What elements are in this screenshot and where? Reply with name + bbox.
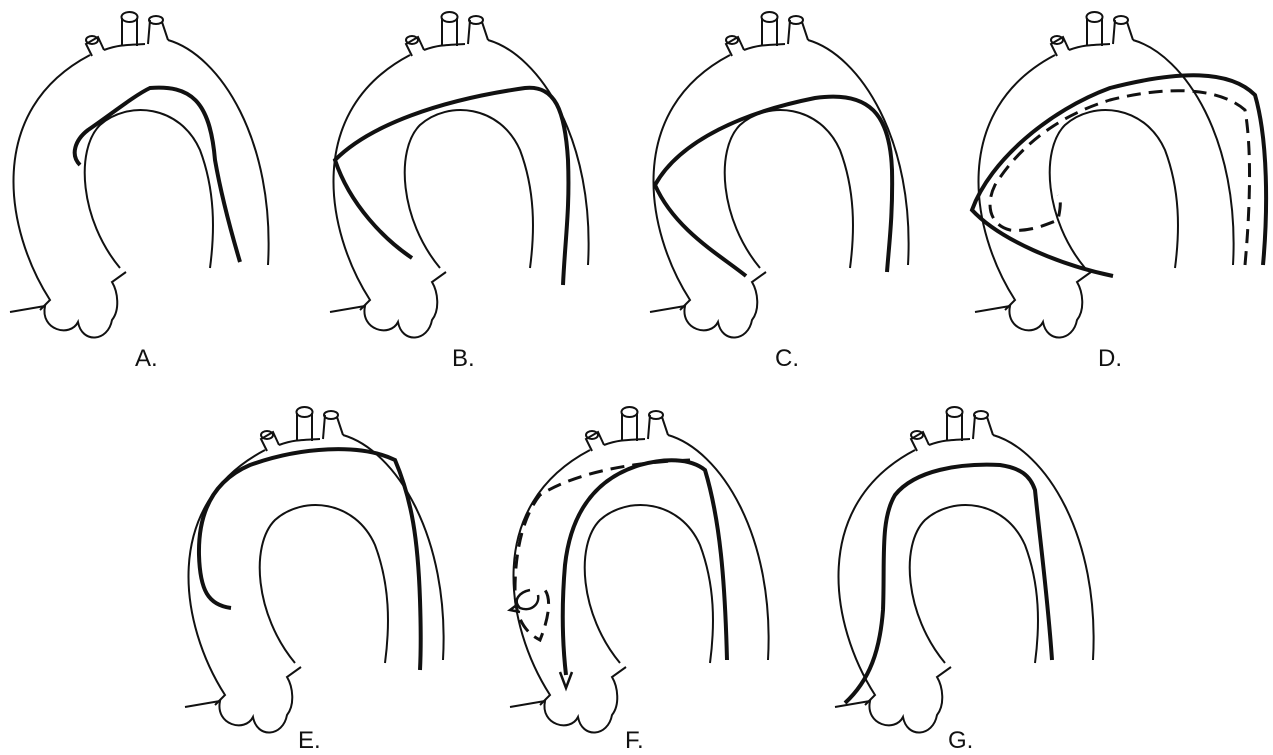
aortic-arch-outline bbox=[10, 12, 269, 338]
panel-a: A. bbox=[10, 12, 269, 372]
panel-label-a: A. bbox=[135, 345, 158, 372]
catheter-path bbox=[655, 97, 892, 276]
aortic-arch-outline bbox=[510, 407, 769, 733]
aortic-arch-outline bbox=[835, 407, 1094, 733]
catheter-path bbox=[335, 88, 568, 285]
panel-e: E. bbox=[185, 407, 444, 754]
panel-label-b: B. bbox=[452, 345, 475, 372]
catheter-path bbox=[563, 460, 727, 675]
panel-g: G. bbox=[835, 407, 1094, 754]
aortic-arch-outline bbox=[330, 12, 589, 338]
aortic-arch-outline bbox=[185, 407, 444, 733]
panel-c: C. bbox=[650, 12, 909, 372]
reflux-loop-arrow bbox=[517, 590, 539, 609]
panel-label-e: E. bbox=[298, 727, 321, 754]
panel-label-c: C. bbox=[775, 345, 799, 372]
panel-f: F. bbox=[510, 407, 769, 754]
panel-label-d: D. bbox=[1098, 345, 1122, 372]
panel-b: B. bbox=[330, 12, 589, 372]
panel-label-g: G. bbox=[948, 727, 973, 754]
catheter-path bbox=[972, 75, 1266, 276]
aortic-arch-outline bbox=[975, 12, 1234, 338]
catheter-path bbox=[845, 465, 1052, 703]
aortic-arch-outline bbox=[650, 12, 909, 338]
panel-label-f: F. bbox=[625, 727, 644, 754]
panel-d: D. bbox=[972, 12, 1266, 372]
catheter-path-dashed bbox=[990, 91, 1250, 265]
